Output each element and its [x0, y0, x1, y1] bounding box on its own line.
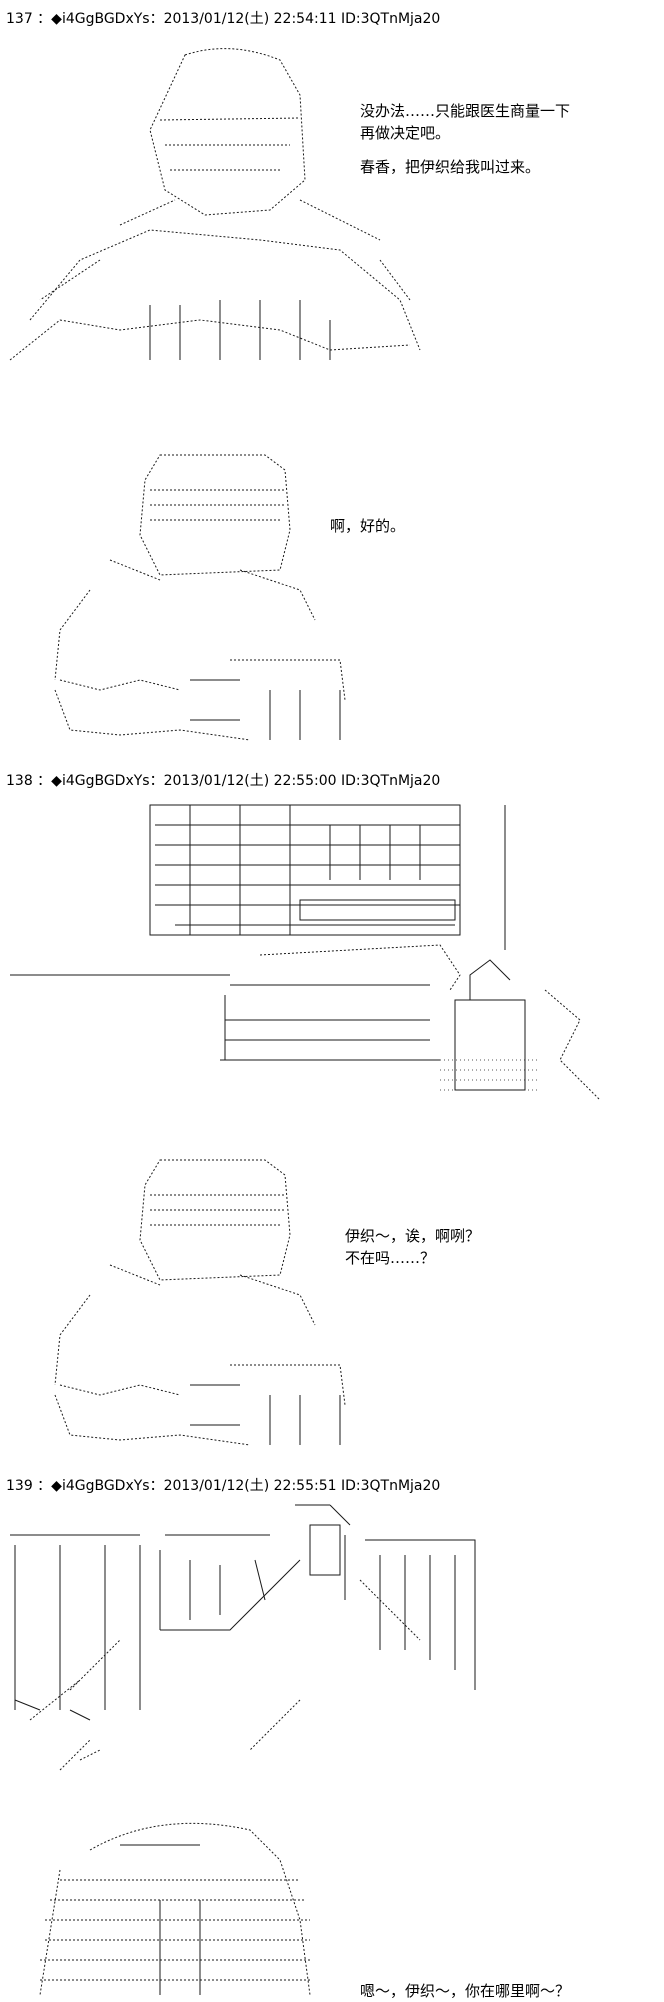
post-139-header: 139 ：◆i4GgBGDxYs：2013/01/12(土) 22:55:51 …: [6, 1478, 441, 1494]
dialogue-line: 啊，好的。: [330, 517, 406, 535]
dialogue-panel-3: 伊织～，诶，啊咧？ 不在吗……？: [345, 1225, 480, 1269]
dialogue-panel-1: 没办法……只能跟医生商量一下 再做决定吧。 春香，把伊织给我叫过来。: [360, 100, 570, 178]
post-138-header: 138 ：◆i4GgBGDxYs：2013/01/12(土) 22:55:00 …: [6, 773, 441, 789]
dialogue-line: 没办法……只能跟医生商量一下: [360, 102, 571, 120]
dialogue-line: 春香，把伊织给我叫过来。: [360, 158, 541, 176]
dialogue-line: 再做决定吧。: [360, 124, 451, 142]
dialogue-panel-4: 嗯～，伊织～，你在哪里啊～？: [360, 1980, 570, 2002]
dialogue-line: 嗯～，伊织～，你在哪里啊～？: [360, 1982, 571, 2000]
dialogue-line: 伊织～，诶，啊咧？: [345, 1227, 481, 1245]
dialogue-panel-2: 啊，好的。: [330, 515, 405, 537]
post-137-header: 137 ：◆i4GgBGDxYs：2013/01/12(土) 22:54:11 …: [6, 11, 441, 27]
dialogue-line: 不在吗……？: [345, 1249, 436, 1267]
